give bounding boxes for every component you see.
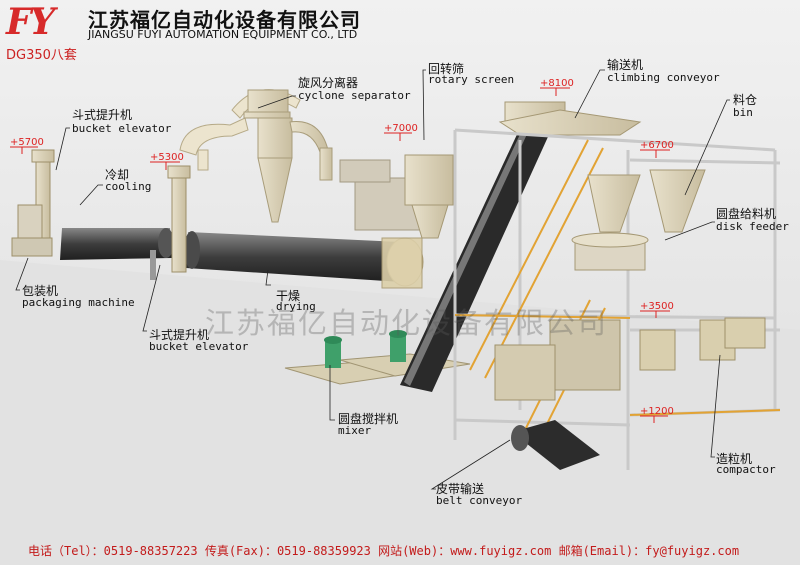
label-disk-feeder-en: disk feeder <box>716 220 789 233</box>
company-name-en: JIANGSU FUYI AUTOMATION EQUIPMENT CO., L… <box>88 28 357 41</box>
model-label: DG350八套 <box>6 44 77 63</box>
bucket-elevator-1 <box>12 150 54 256</box>
label-packaging-en: packaging machine <box>22 296 135 309</box>
label-compactor-en: compactor <box>716 463 776 476</box>
climbing-conveyor <box>500 102 640 135</box>
label-belt-conveyor-en: belt conveyor <box>436 494 522 507</box>
contact-footer: 电话（Tel）：0519-88357223 传真(Fax)：0519-88359… <box>28 542 739 559</box>
label-mixer-en: mixer <box>338 424 371 437</box>
watermark: 江苏福亿自动化设备有限公司 <box>205 300 608 342</box>
elevation-8100: +8100 <box>540 78 574 89</box>
label-bucket-elevator-1-en: bucket elevator <box>72 122 171 135</box>
label-cooling-en: cooling <box>105 180 151 193</box>
label-rotary-screen-en: rotary screen <box>428 73 514 86</box>
elevation-3500: +3500 <box>640 301 674 312</box>
label-bin-en: bin <box>733 106 753 119</box>
elevation-5300: +5300 <box>150 152 184 163</box>
elevation-1200: +1200 <box>640 406 674 417</box>
elevation-7000: +7000 <box>384 123 418 134</box>
storage-bins <box>572 170 705 270</box>
label-bucket-elevator-1-cn: 斗式提升机 <box>72 106 132 123</box>
elevation-5700: +5700 <box>10 137 44 148</box>
label-climbing-conveyor-en: climbing conveyor <box>607 71 720 84</box>
elevation-6700: +6700 <box>640 140 674 151</box>
company-logo: FY <box>6 2 53 42</box>
label-cyclone-en: cyclone separator <box>298 89 411 102</box>
cyclone-separator <box>244 90 332 222</box>
